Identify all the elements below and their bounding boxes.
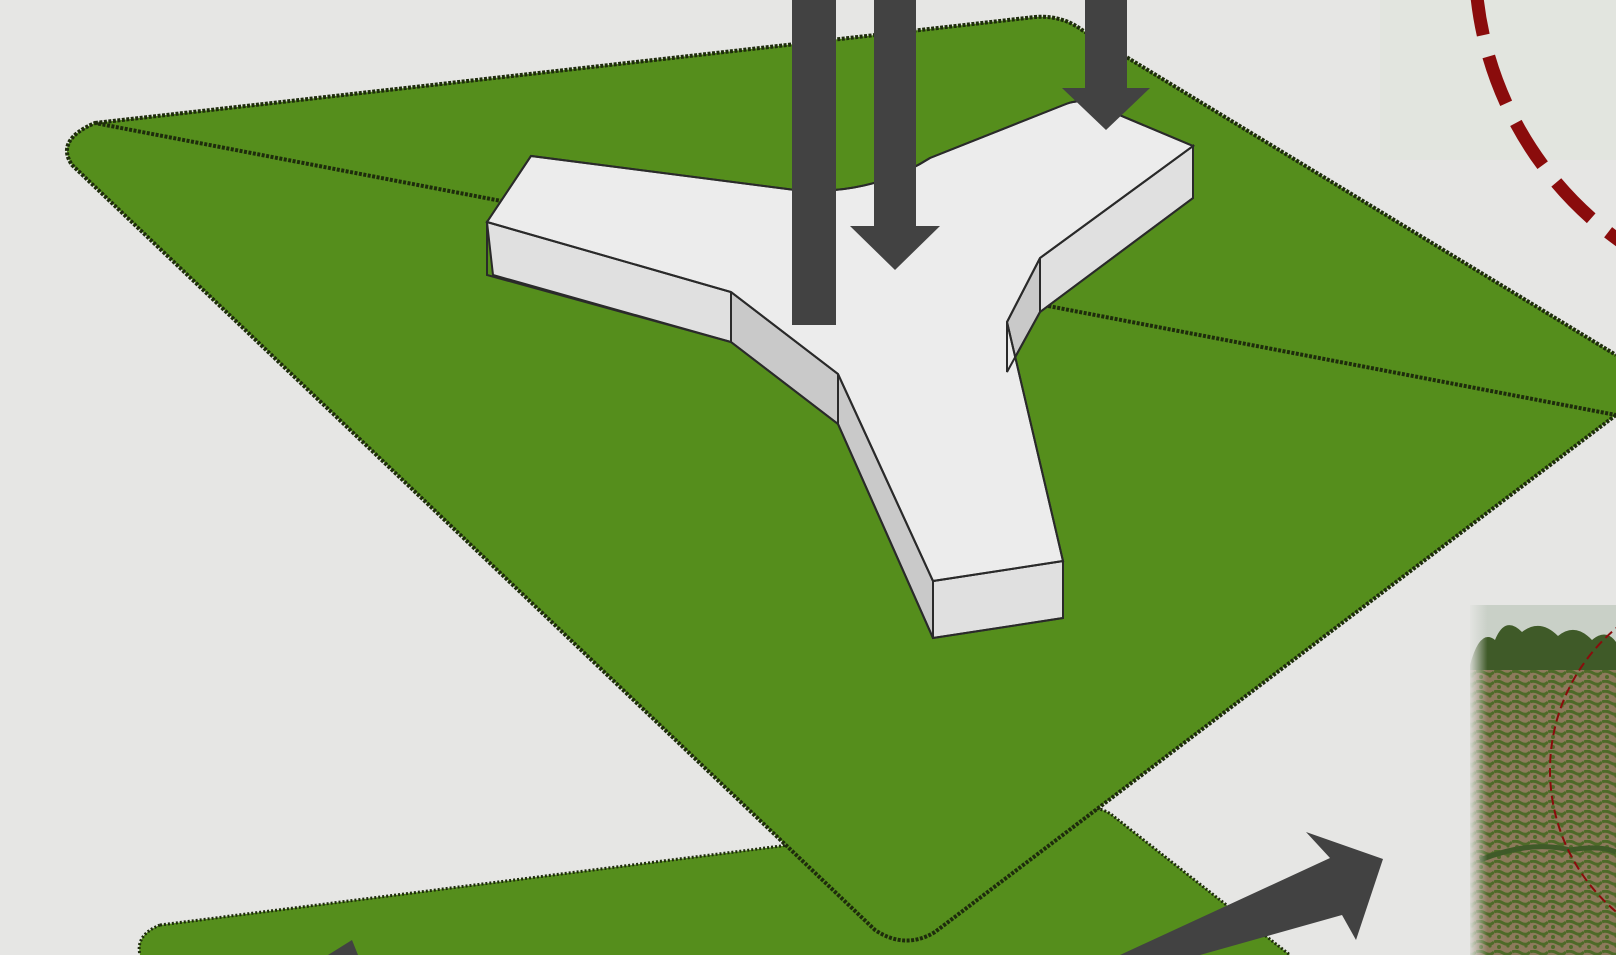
arrow-down-icon — [792, 0, 836, 325]
vineyard-photo — [1470, 605, 1616, 955]
